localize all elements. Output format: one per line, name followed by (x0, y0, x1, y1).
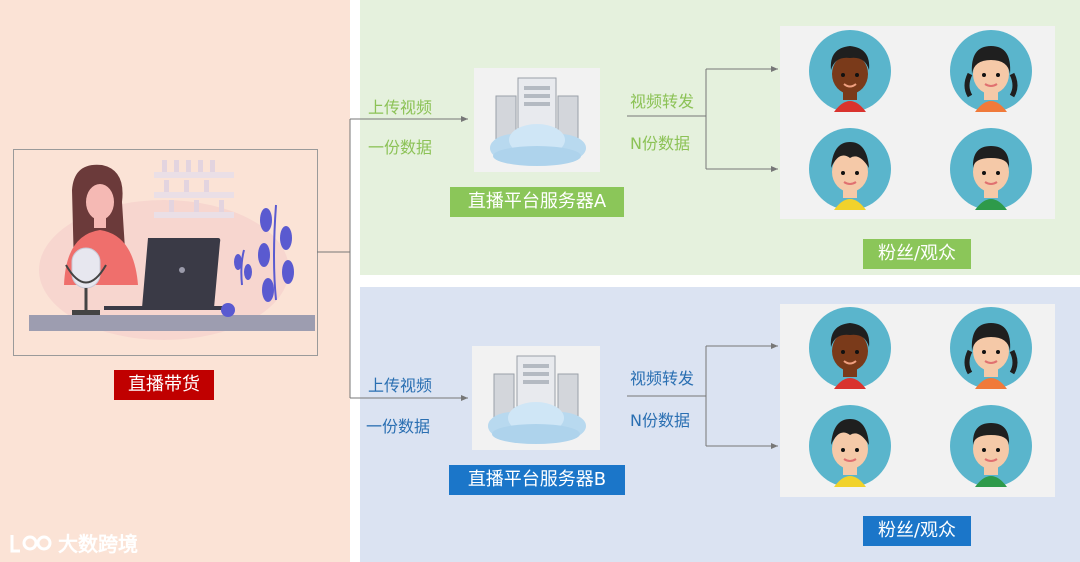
watermark-logo-icon (10, 534, 52, 552)
server-b-icon (488, 355, 586, 444)
data-count-label-a: 一份数据 (368, 138, 433, 157)
upload-label-b: 上传视频 (368, 376, 433, 395)
fan-avatar-girl-icon (950, 30, 1032, 112)
server-b-box (472, 346, 600, 450)
fan-avatar-curly-icon (809, 307, 891, 389)
copies-label-a: N份数据 (630, 134, 690, 153)
streamer-caption: 直播带货 (114, 370, 214, 400)
upload-label-a: 上传视频 (368, 98, 433, 117)
server-a-box (474, 68, 600, 172)
fan-avatar-curly-icon (809, 30, 891, 112)
server-a-icon (490, 77, 586, 166)
fan-avatar-girl-icon (950, 307, 1032, 389)
audience-b-label: 粉丝/观众 (863, 516, 971, 546)
forward-label-b: 视频转发 (630, 369, 695, 388)
watermark: 大数跨境 (8, 528, 138, 557)
data-count-label-b: 一份数据 (366, 417, 431, 436)
forward-label-a: 视频转发 (630, 92, 695, 111)
copies-label-b: N份数据 (630, 411, 690, 430)
server-a-label: 直播平台服务器A (450, 187, 624, 217)
fan-avatar-boy-green-icon (950, 405, 1032, 487)
server-b-label: 直播平台服务器B (449, 465, 625, 495)
audience-a-label: 粉丝/观众 (863, 239, 971, 269)
fan-avatar-boy-green-icon (950, 128, 1032, 210)
watermark-text: 大数跨境 (58, 532, 138, 556)
fan-avatar-boy-yellow-icon (809, 128, 891, 210)
fan-avatar-boy-yellow-icon (809, 405, 891, 487)
